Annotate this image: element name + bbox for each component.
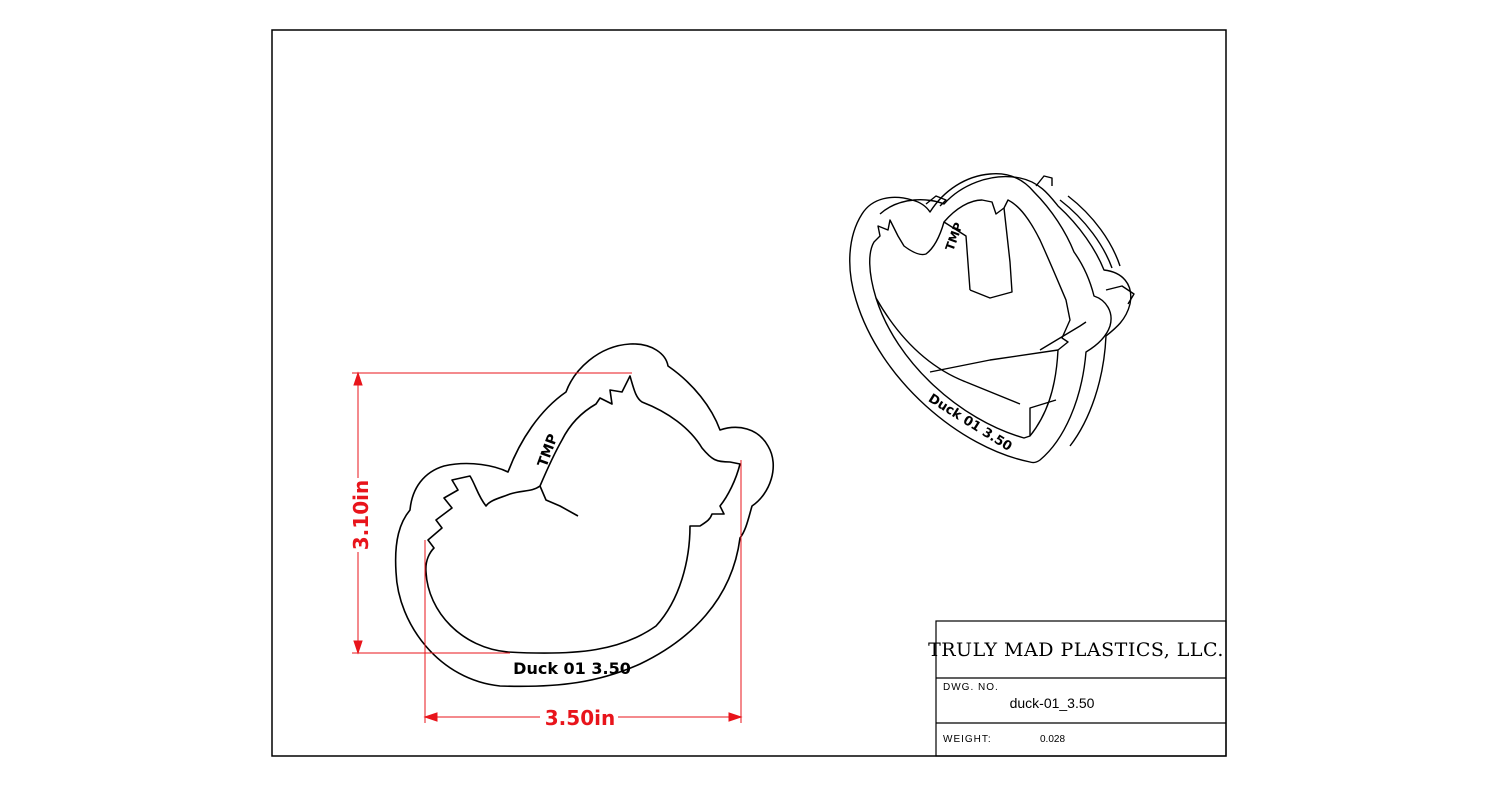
iso-inner-wall	[875, 297, 967, 383]
weight-value: 0.028	[1040, 734, 1065, 745]
iso-tab-top	[925, 195, 947, 207]
iso-back-outline	[879, 175, 1132, 447]
cutter-inner-outline	[425, 375, 741, 654]
iso-emboss-name: Duck 01 3.50	[925, 391, 1014, 454]
dwg-no-label: DWG. NO.	[943, 682, 999, 693]
cutter-outer-outline	[394, 343, 774, 688]
iso-emboss-mark: TMP	[943, 220, 966, 252]
weight-label: WEIGHT:	[943, 734, 992, 745]
company-name: TRULY MAD PLASTICS, LLC.	[928, 639, 1224, 661]
neck-notch	[539, 485, 579, 517]
iso-view	[849, 173, 1135, 464]
front-emboss-mark: TMP	[535, 432, 562, 469]
height-dimension: 3.10in	[349, 480, 373, 550]
dwg-no-value: duck-01_3.50	[1010, 695, 1095, 711]
width-dimension: 3.50in	[545, 706, 615, 730]
dimension-lines	[352, 371, 743, 723]
sheet-border	[271, 29, 1227, 757]
iso-inner-outline	[869, 199, 1071, 439]
front-emboss-name: Duck 01 3.50	[513, 659, 631, 678]
title-block	[935, 620, 1227, 757]
front-view	[394, 343, 774, 688]
iso-outer-outline	[849, 173, 1112, 464]
